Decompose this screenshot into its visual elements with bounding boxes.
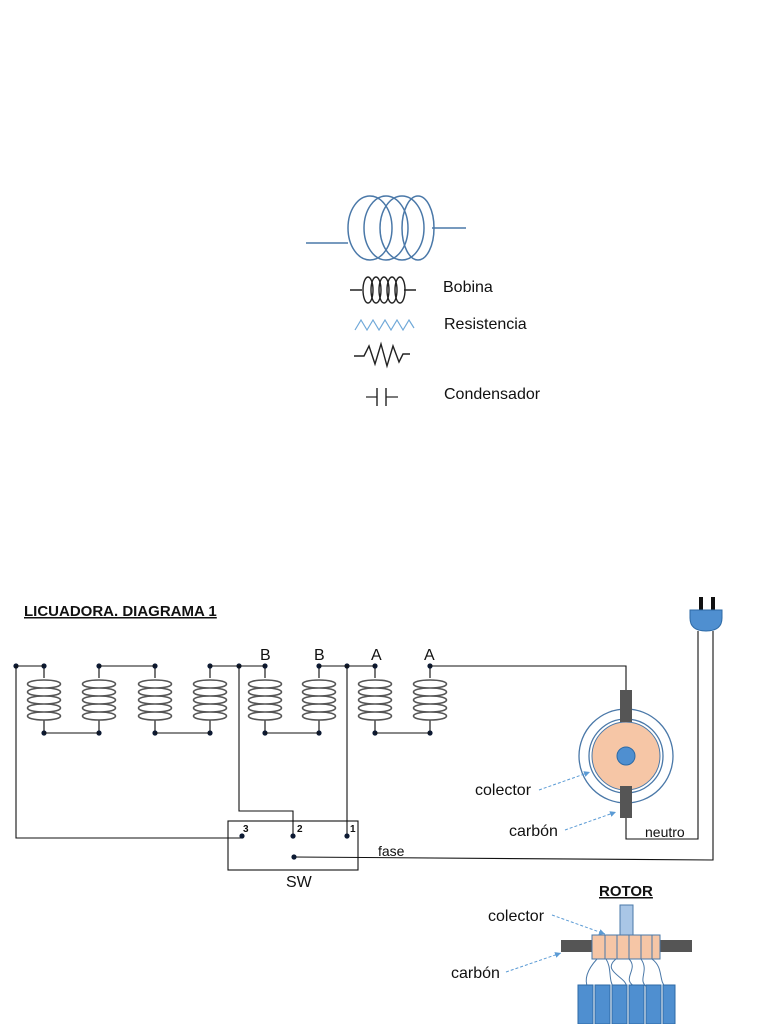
switch-terminal-1: 1 (350, 824, 356, 835)
brush-bottom (620, 786, 632, 818)
plug-icon (689, 597, 723, 632)
rotor-core (577, 984, 676, 1024)
legend-coil: Bobina (350, 276, 493, 304)
coil-icon (350, 276, 416, 304)
rotor-shaft (619, 904, 634, 938)
legend-label-capacitor: Condensador (444, 386, 541, 403)
fase-label: fase (378, 843, 405, 859)
coil-3 (137, 663, 173, 736)
coil-8 (412, 663, 448, 736)
switch-terminal-2: 2 (297, 824, 303, 835)
legend-label-resistor: Resistencia (444, 316, 527, 333)
carbon-label: carbón (509, 823, 558, 840)
coil-2 (81, 663, 117, 736)
colector-label: colector (475, 782, 532, 799)
coil-5 (247, 663, 283, 736)
neutro-label: neutro (645, 824, 685, 840)
rotor-title: ROTOR (599, 883, 653, 900)
coil-tag-a2: A (424, 647, 435, 664)
capacitor-icon (366, 388, 398, 406)
large-coil-illustration (306, 195, 466, 261)
coil-tag-a1: A (371, 647, 382, 664)
resistor-icon (354, 341, 410, 369)
circuit-wires (15, 631, 714, 861)
coil-4 (192, 663, 228, 736)
diagram-title: LICUADORA. DIAGRAMA 1 (24, 603, 217, 620)
switch-label: SW (286, 874, 313, 891)
legend-label-coil: Bobina (443, 279, 493, 296)
motor (578, 690, 674, 818)
legend-zigzag: Resistencia (354, 316, 527, 333)
coil-tag-b1: B (260, 647, 271, 664)
legend-capacitor: Condensador (366, 386, 541, 406)
switch-terminal-3: 3 (243, 824, 249, 835)
coil-1 (26, 663, 62, 736)
rotor (561, 904, 692, 1024)
rotor-colector-label: colector (488, 908, 545, 925)
coil-6 (301, 663, 337, 736)
legend-resistor (354, 341, 410, 369)
resistor-zigzag-icon (354, 318, 415, 332)
rotor-commutator (591, 934, 661, 960)
coil-tag-b2: B (314, 647, 325, 664)
rotor-carbon-label: carbón (451, 965, 500, 982)
coil-7 (357, 663, 393, 736)
switch: 3 2 1 SW (227, 820, 359, 891)
field-coils (13, 663, 448, 736)
brush-top (620, 690, 632, 722)
